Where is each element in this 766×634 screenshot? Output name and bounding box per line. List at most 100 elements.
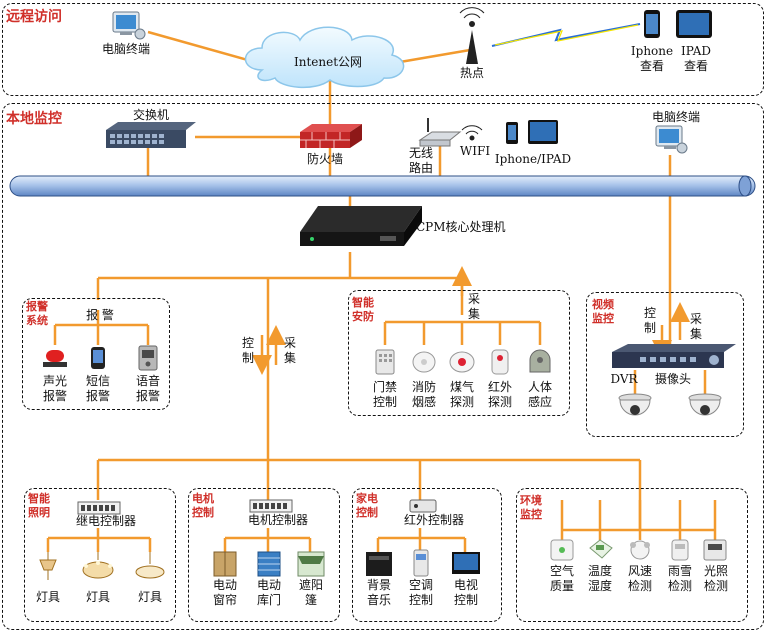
appliance-item-tv: 电视 控制 bbox=[453, 578, 478, 607]
wifi-icon bbox=[461, 125, 483, 141]
hotspot-label: 热点 bbox=[459, 66, 484, 80]
iphone-label: Iphone 查看 bbox=[630, 44, 674, 73]
ipad-label: IPAD 查看 bbox=[681, 44, 711, 73]
air-quality-sensor-icon bbox=[550, 539, 574, 561]
sms-phone-icon bbox=[91, 347, 105, 369]
appliance-item-music: 背景 音乐 bbox=[366, 578, 391, 607]
video-collect-label: 采 集 bbox=[689, 312, 702, 341]
smart-lighting-group bbox=[24, 488, 176, 622]
local-monitoring-section bbox=[2, 103, 764, 630]
infrared-detector-icon bbox=[491, 349, 509, 375]
lighting-item-2: 灯具 bbox=[85, 590, 110, 604]
security-item-access: 门禁 控制 bbox=[372, 380, 397, 409]
dome-camera-icon bbox=[618, 393, 652, 416]
alarm-item-voice: 语音 报警 bbox=[135, 374, 160, 403]
smart-security-group bbox=[348, 290, 570, 416]
environment-item-light: 光照 检测 bbox=[703, 564, 728, 593]
light-sensor-icon bbox=[703, 539, 727, 561]
motor-item-curtain: 电动 窗帘 bbox=[212, 578, 237, 607]
relay-controller-icon bbox=[77, 501, 121, 515]
environment-item-temp: 温度 湿度 bbox=[587, 564, 612, 593]
cpm-label: CPM核心处理机 bbox=[416, 220, 506, 234]
firewall-label: 防火墙 bbox=[306, 152, 343, 166]
motor-item-awning: 遮阳 篷 bbox=[298, 578, 323, 607]
alarm-title: 报警 系统 bbox=[26, 300, 48, 327]
alarm-item-sms: 短信 报警 bbox=[85, 374, 110, 403]
security-item-gas: 煤气 探测 bbox=[449, 380, 474, 409]
ipad-local-icon bbox=[528, 120, 558, 144]
audio-player-icon bbox=[366, 552, 392, 576]
security-title: 智能 安防 bbox=[352, 296, 374, 323]
appliance-item-ac: 空调 控制 bbox=[408, 578, 433, 607]
local-links bbox=[46, 135, 717, 552]
smoke-detector-icon bbox=[412, 351, 436, 373]
remote-access-section bbox=[2, 3, 764, 96]
appliance-control-group bbox=[352, 488, 502, 622]
video-title: 视频 监控 bbox=[592, 298, 614, 325]
pc-icon bbox=[112, 11, 146, 40]
relay-controller-label: 继电控制器 bbox=[75, 514, 136, 528]
gas-detector-icon bbox=[449, 351, 475, 373]
remote-access-title: 远程访问 bbox=[6, 9, 62, 25]
environment-item-rain: 雨雪 检测 bbox=[667, 564, 692, 593]
remote-links bbox=[147, 30, 471, 130]
alarm-system-group bbox=[22, 298, 170, 410]
temperature-humidity-sensor-icon bbox=[589, 539, 613, 559]
video-control-label: 控 制 bbox=[643, 306, 656, 335]
lighting-title: 智能 照明 bbox=[28, 492, 50, 519]
remote-pc-label: 电脑终端 bbox=[101, 42, 150, 56]
ceiling-lamp-icon bbox=[135, 552, 165, 579]
local-monitoring-title: 本地监控 bbox=[6, 111, 62, 127]
air-conditioner-icon bbox=[413, 549, 429, 577]
local-pc-label: 电脑终端 bbox=[651, 110, 700, 124]
security-item-motion: 人体 感应 bbox=[527, 380, 552, 409]
iphone-icon bbox=[644, 10, 660, 38]
collect-label: 采 集 bbox=[283, 336, 296, 365]
iphone-local-icon bbox=[506, 122, 518, 144]
firewall-icon bbox=[300, 124, 362, 148]
control-label: 控 制 bbox=[241, 336, 254, 365]
environment-title: 环境 监控 bbox=[520, 494, 542, 521]
motion-sensor-icon bbox=[529, 349, 551, 373]
internet-label: Intenet公网 bbox=[293, 55, 363, 69]
cpm-processor-icon bbox=[300, 206, 422, 246]
lighting-item-3: 灯具 bbox=[137, 590, 162, 604]
security-item-infrared: 红外 探测 bbox=[487, 380, 512, 409]
alarm-header: 报 警 bbox=[86, 308, 114, 322]
security-item-smoke: 消防 烟感 bbox=[411, 380, 436, 409]
lamp-icon bbox=[39, 552, 57, 580]
rain-snow-sensor-icon bbox=[671, 539, 689, 561]
access-control-icon bbox=[375, 349, 395, 375]
dvr-icon bbox=[612, 344, 736, 368]
siren-icon bbox=[43, 350, 67, 367]
network-bus bbox=[9, 175, 756, 197]
wireless-router-icon bbox=[418, 118, 462, 147]
camera-label: 摄像头 bbox=[654, 372, 691, 386]
video-monitoring-group bbox=[586, 292, 744, 437]
switch-label: 交换机 bbox=[132, 108, 169, 122]
motor-controller-icon bbox=[249, 499, 293, 513]
motor-controller-label: 电机控制器 bbox=[247, 513, 308, 527]
internet-cloud-icon bbox=[244, 26, 405, 89]
wind-speed-sensor-icon bbox=[630, 540, 650, 560]
router-label: 无线 路由 bbox=[408, 146, 433, 175]
ipad-icon bbox=[676, 10, 712, 38]
environment-item-wind: 风速 检测 bbox=[627, 564, 652, 593]
pc-local-icon bbox=[655, 125, 688, 154]
awning-icon bbox=[297, 551, 325, 577]
ir-controller-label: 红外控制器 bbox=[403, 513, 464, 527]
mobile-label: Iphone/IPAD bbox=[494, 152, 572, 166]
motor-item-garage: 电动 库门 bbox=[256, 578, 281, 607]
chandelier-icon bbox=[82, 552, 114, 579]
wifi-label: WIFI bbox=[459, 144, 491, 158]
alarm-item-light: 声光 报警 bbox=[42, 374, 67, 403]
switch-icon bbox=[106, 122, 196, 148]
dome-camera-icon bbox=[688, 393, 722, 416]
garage-door-icon bbox=[257, 551, 281, 577]
environment-monitoring-group bbox=[516, 488, 748, 622]
dvr-label: DVR bbox=[610, 372, 638, 386]
curtain-icon bbox=[213, 551, 237, 577]
lighting-item-1: 灯具 bbox=[35, 590, 60, 604]
motor-control-group bbox=[188, 488, 340, 622]
